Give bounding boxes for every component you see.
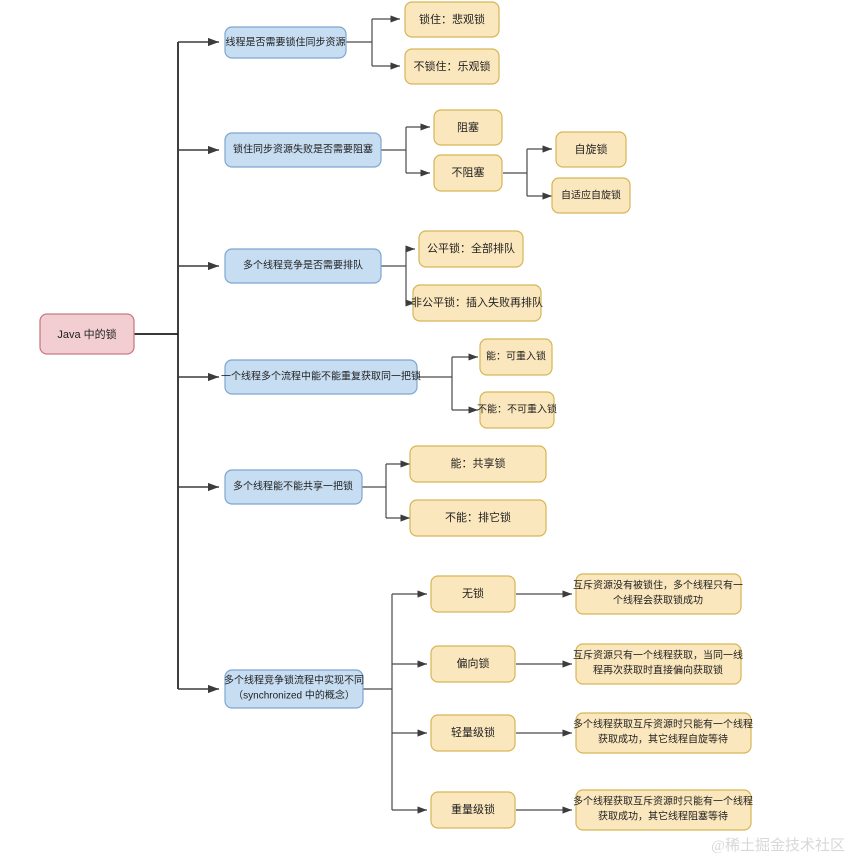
- leaf-block-box: [433, 109, 503, 146]
- leaf-lightweight-lock-box: [430, 714, 516, 752]
- branch-4-box: [224, 359, 418, 395]
- branch-4-label: 一个线程多个流程中能不能重复获取同一把锁: [221, 370, 421, 383]
- node-branch-reentrant[interactable]: 一个线程多个流程中能不能重复获取同一把锁: [221, 359, 421, 395]
- leaf-reentrant-no-box: [479, 391, 555, 429]
- leaf-exclusive-label: 不能：排它锁: [445, 510, 511, 524]
- leaf-nonblock-box: [433, 154, 503, 192]
- leaf-unfair-box: [412, 284, 542, 322]
- leaf-optimistic-box: [404, 48, 500, 85]
- branch-1-box: [224, 26, 347, 59]
- node-branch-queue[interactable]: 多个线程竞争是否需要排队: [224, 248, 382, 284]
- leaf-lightweight-lock-label: 轻量级锁: [451, 725, 495, 739]
- node-leaf-spinlock[interactable]: 自旋锁: [555, 131, 627, 168]
- desc-no-lock-line2: 个线程会获取锁成功: [613, 594, 703, 607]
- desc-no-lock-line1: 互斥资源没有被锁住，多个线程只有一: [573, 579, 743, 592]
- leaf-adaptive-spinlock-box: [551, 177, 631, 214]
- leaf-pessimistic-box: [404, 1, 500, 38]
- node-branch-shared[interactable]: 多个线程能不能共享一把锁: [224, 469, 363, 505]
- branch-6-label-line1: 多个线程竞争锁流程中实现不同: [224, 674, 364, 687]
- leaf-reentrant-yes-label: 能：可重入锁: [486, 350, 546, 363]
- leaf-spinlock-label: 自旋锁: [575, 142, 608, 156]
- watermark: @稀土掘金技术社区: [711, 837, 845, 854]
- leaf-adaptive-spinlock-label: 自适应自旋锁: [561, 189, 621, 202]
- root-label: Java 中的锁: [57, 327, 116, 341]
- leaf-pessimistic-label: 锁住：悲观锁: [419, 12, 485, 26]
- leaf-shared-label: 能：共享锁: [451, 456, 506, 470]
- desc-biased-lock-box: [575, 643, 742, 685]
- desc-biased-lock-line1: 互斥资源只有一个线程获取，当同一线: [573, 649, 743, 662]
- branch-3-box: [224, 248, 382, 284]
- node-leaf-unfair[interactable]: 非公平锁：插入失败再排队: [411, 284, 543, 322]
- node-desc-heavyweight-lock[interactable]: 多个线程获取互斥资源时只能有一个线程 获取成功，其它线程阻塞等待: [573, 789, 753, 831]
- branch-3-label: 多个线程竞争是否需要排队: [243, 259, 363, 272]
- node-leaf-pessimistic[interactable]: 锁住：悲观锁: [404, 1, 500, 38]
- leaf-biased-lock-label: 偏向锁: [457, 656, 490, 670]
- node-leaf-heavyweight-lock[interactable]: 重量级锁: [430, 791, 516, 829]
- leaf-spinlock-box: [555, 131, 627, 168]
- node-leaf-reentrant-no[interactable]: 不能：不可重入锁: [477, 391, 557, 429]
- node-leaf-nonblock[interactable]: 不阻塞: [433, 154, 503, 192]
- leaf-reentrant-yes-box: [479, 338, 553, 376]
- desc-lightweight-lock-line1: 多个线程获取互斥资源时只能有一个线程: [573, 718, 753, 731]
- root-box: [39, 313, 135, 355]
- branch-2-label: 锁住同步资源失败是否需要阻塞: [233, 143, 373, 156]
- branch-6-label-line2: （synchronized 中的概念）: [233, 689, 355, 702]
- node-leaf-block[interactable]: 阻塞: [433, 109, 503, 146]
- node-leaf-reentrant-yes[interactable]: 能：可重入锁: [479, 338, 553, 376]
- leaf-block-label: 阻塞: [457, 120, 479, 134]
- node-root[interactable]: Java 中的锁: [39, 313, 135, 355]
- desc-lightweight-lock-line2: 获取成功，其它线程自旋等待: [598, 733, 728, 746]
- node-branch-sync-states[interactable]: 多个线程竞争锁流程中实现不同 （synchronized 中的概念）: [224, 669, 364, 709]
- leaf-biased-lock-box: [430, 645, 516, 683]
- node-desc-biased-lock[interactable]: 互斥资源只有一个线程获取，当同一线 程再次获取时直接偏向获取锁: [573, 643, 743, 685]
- branch-6-box: [224, 669, 364, 709]
- branch-1-label: 线程是否需要锁住同步资源: [226, 36, 346, 49]
- leaf-nonblock-label: 不阻塞: [452, 165, 485, 179]
- desc-lightweight-lock-box: [575, 712, 752, 754]
- node-leaf-no-lock[interactable]: 无锁: [430, 575, 516, 613]
- node-leaf-fair[interactable]: 公平锁：全部排队: [418, 230, 524, 268]
- leaf-heavyweight-lock-box: [430, 791, 516, 829]
- desc-heavyweight-lock-box: [575, 789, 752, 831]
- node-leaf-biased-lock[interactable]: 偏向锁: [430, 645, 516, 683]
- node-leaf-shared[interactable]: 能：共享锁: [409, 445, 547, 483]
- node-desc-no-lock[interactable]: 互斥资源没有被锁住，多个线程只有一 个线程会获取锁成功: [573, 573, 743, 615]
- node-leaf-lightweight-lock[interactable]: 轻量级锁: [430, 714, 516, 752]
- leaf-heavyweight-lock-label: 重量级锁: [451, 802, 495, 816]
- node-leaf-optimistic[interactable]: 不锁住：乐观锁: [404, 48, 500, 85]
- leaf-no-lock-box: [430, 575, 516, 613]
- leaf-fair-box: [418, 230, 524, 268]
- node-branch-lock-needed[interactable]: 线程是否需要锁住同步资源: [224, 26, 347, 59]
- leaf-exclusive-box: [409, 499, 547, 537]
- branch-5-box: [224, 469, 363, 505]
- leaf-optimistic-label: 不锁住：乐观锁: [414, 59, 491, 73]
- node-desc-lightweight-lock[interactable]: 多个线程获取互斥资源时只能有一个线程 获取成功，其它线程自旋等待: [573, 712, 753, 754]
- desc-biased-lock-line2: 程再次获取时直接偏向获取锁: [593, 664, 723, 677]
- leaf-reentrant-no-label: 不能：不可重入锁: [477, 403, 557, 416]
- node-leaf-adaptive-spinlock[interactable]: 自适应自旋锁: [551, 177, 631, 214]
- node-branch-block-on-fail[interactable]: 锁住同步资源失败是否需要阻塞: [224, 132, 382, 168]
- edge-layer: [134, 15, 572, 814]
- leaf-fair-label: 公平锁：全部排队: [427, 241, 515, 255]
- leaf-no-lock-label: 无锁: [462, 586, 484, 600]
- node-leaf-exclusive[interactable]: 不能：排它锁: [409, 499, 547, 537]
- leaf-unfair-label: 非公平锁：插入失败再排队: [411, 295, 543, 309]
- desc-no-lock-box: [575, 573, 742, 615]
- branch-2-box: [224, 132, 382, 168]
- desc-heavyweight-lock-line2: 获取成功，其它线程阻塞等待: [598, 810, 728, 823]
- leaf-shared-box: [409, 445, 547, 483]
- desc-heavyweight-lock-line1: 多个线程获取互斥资源时只能有一个线程: [573, 795, 753, 808]
- branch-5-label: 多个线程能不能共享一把锁: [233, 480, 353, 493]
